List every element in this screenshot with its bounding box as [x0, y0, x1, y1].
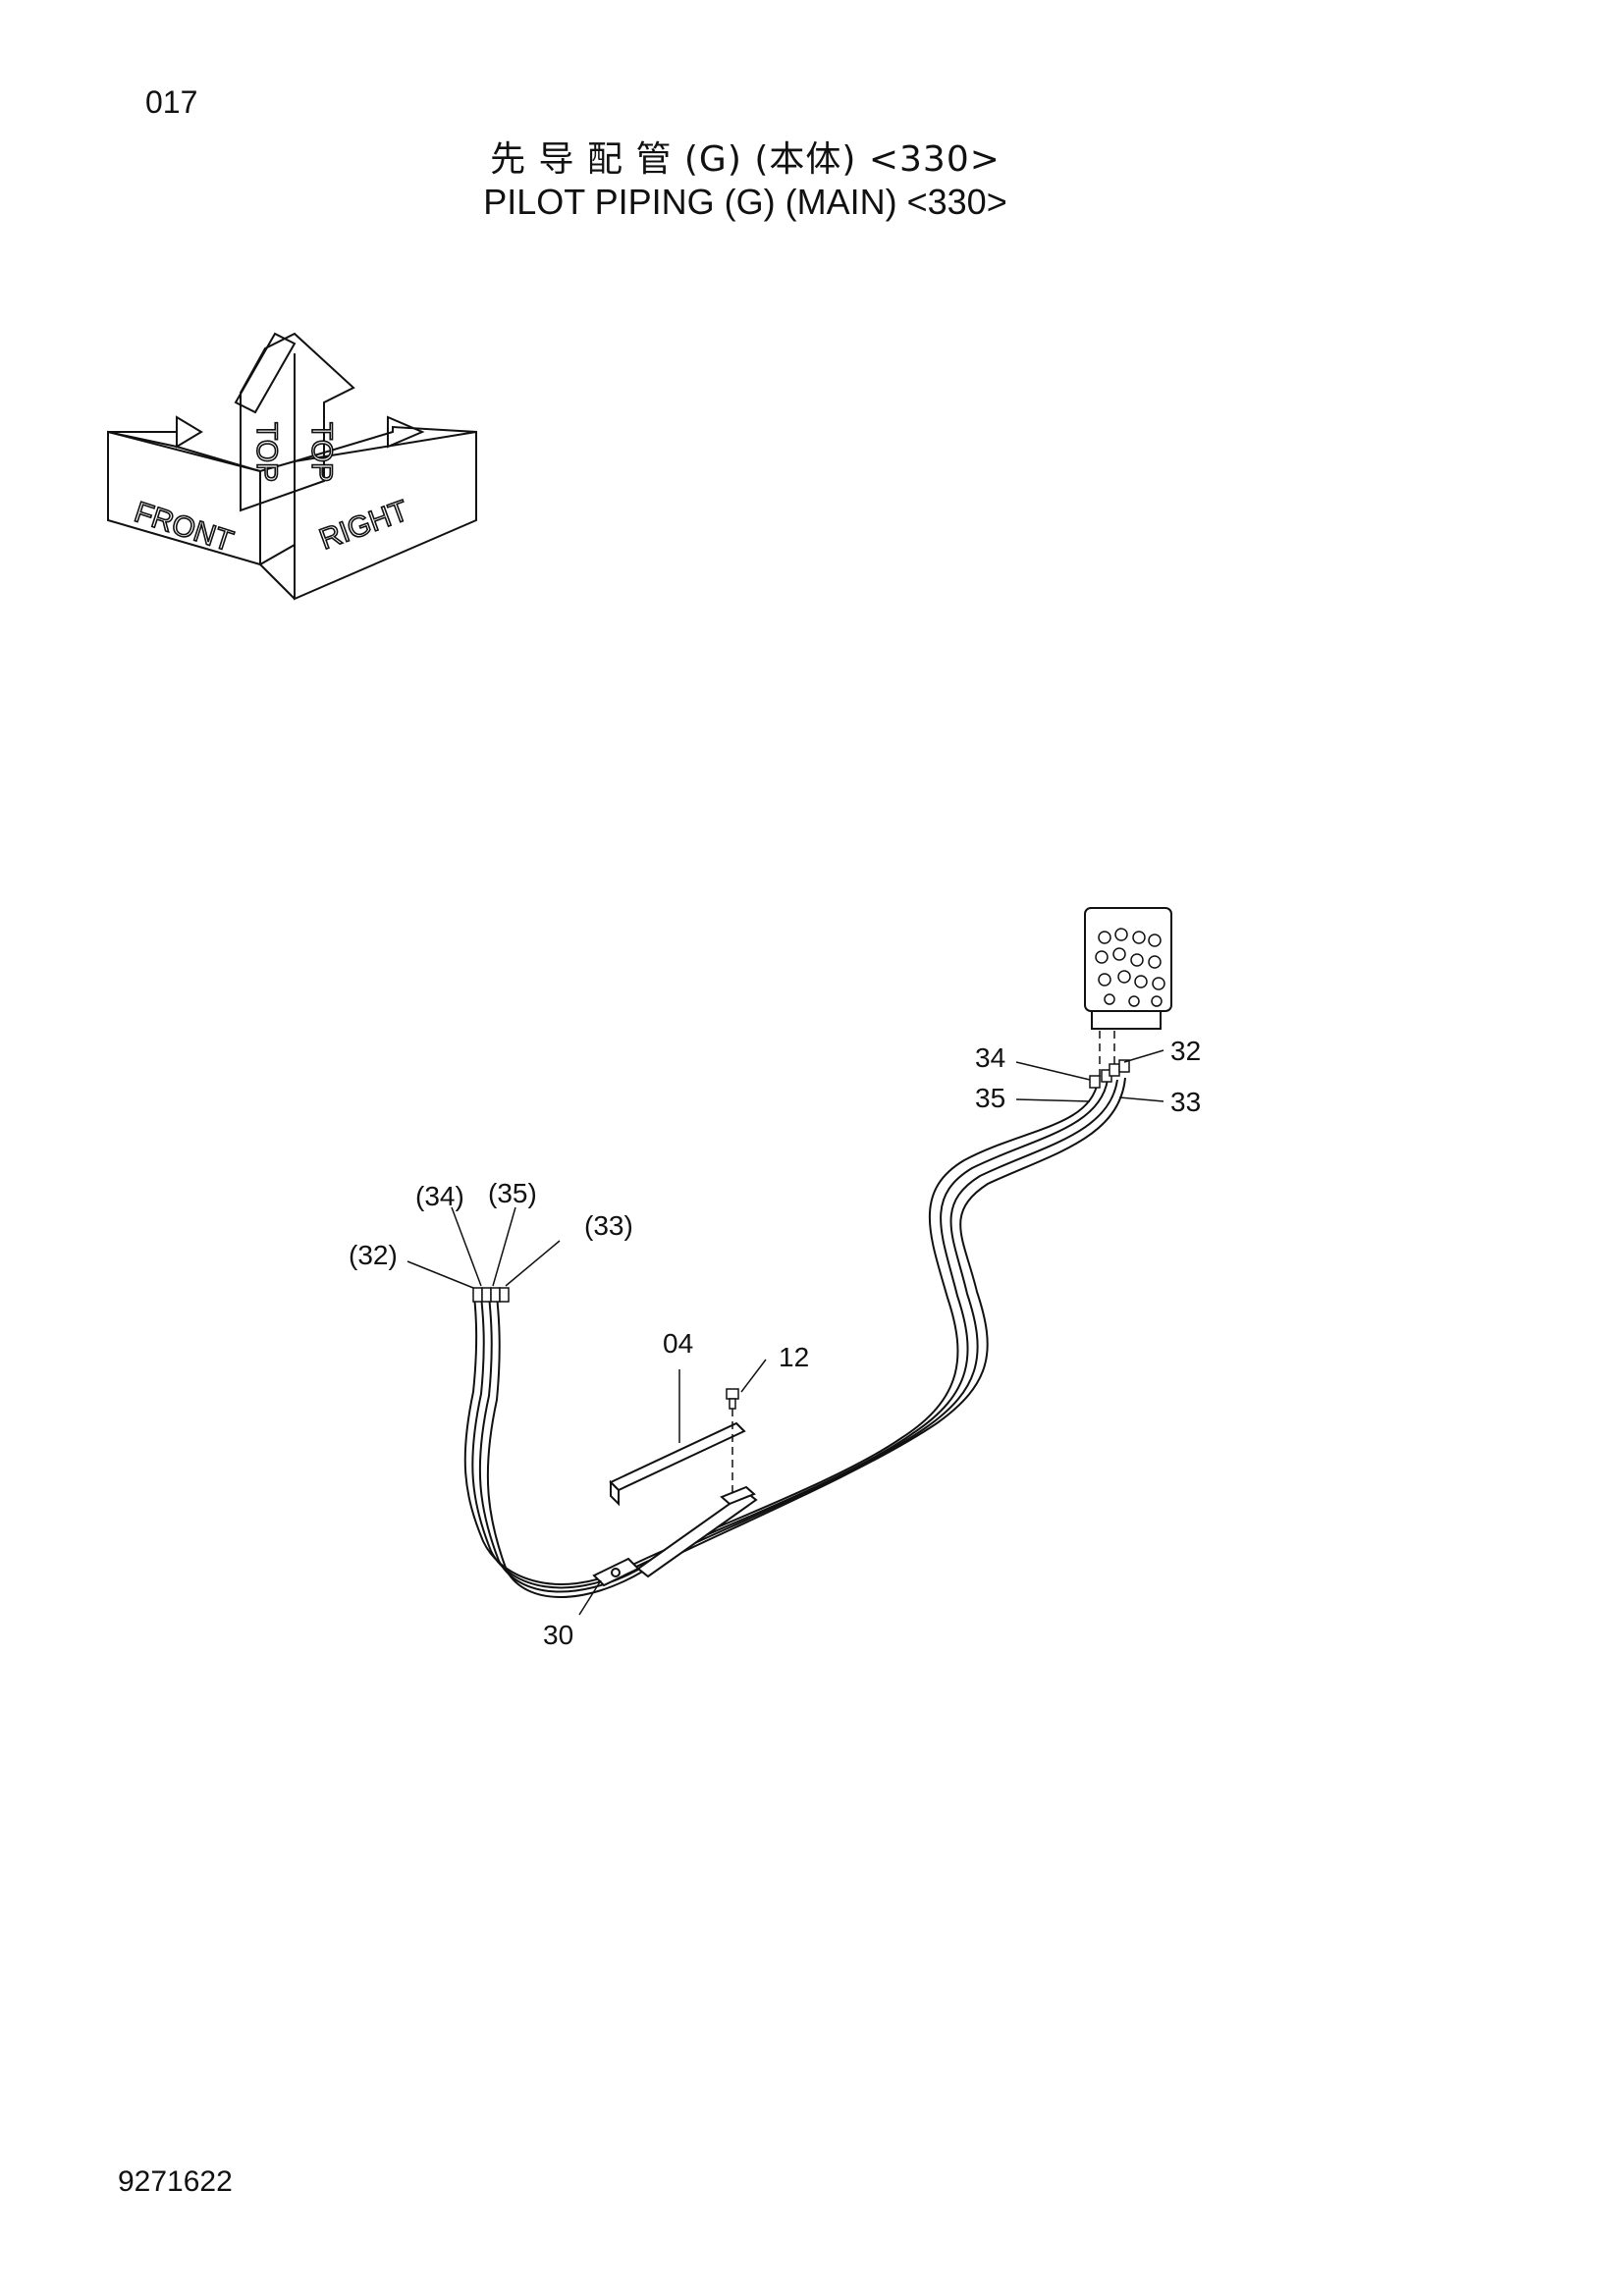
hose-bundle — [463, 1077, 1126, 1598]
top-panel — [240, 332, 355, 512]
clamp-plate — [609, 1421, 746, 1507]
callout-32: 32 — [1170, 1036, 1201, 1066]
callout-labels: 34 35 32 33 (34) (35) (33) (32) 04 12 30 — [349, 1036, 1201, 1650]
bolt — [726, 1388, 739, 1410]
callout-12: 12 — [779, 1342, 809, 1372]
callout-34: 34 — [975, 1042, 1005, 1073]
callout-33: 33 — [1170, 1087, 1201, 1117]
right-arrow-head — [387, 415, 425, 449]
leader-lines — [406, 1049, 1164, 1616]
front-arrow-head — [108, 415, 203, 449]
top-arrow-head — [234, 332, 297, 414]
front-label: FRONT — [131, 496, 237, 558]
callout-30: 30 — [543, 1620, 573, 1650]
top-label-secondary: TOP — [305, 422, 338, 482]
page-number: 017 — [145, 84, 198, 120]
right-label: RIGHT — [315, 495, 412, 557]
callout-35-ref: (35) — [488, 1178, 537, 1208]
callout-35: 35 — [975, 1083, 1005, 1113]
hose-fittings — [472, 1059, 1130, 1303]
callout-34-ref: (34) — [415, 1181, 464, 1211]
pilot-valve-block — [1084, 907, 1172, 1030]
callout-33-ref: (33) — [584, 1210, 633, 1241]
title-chinese: 先 导 配 管 (G) (本体) <330> — [490, 139, 1001, 180]
top-label: TOP — [250, 422, 283, 482]
callout-32-ref: (32) — [349, 1240, 398, 1270]
title-english: PILOT PIPING (G) (MAIN) <330> — [483, 182, 1007, 222]
callout-04: 04 — [663, 1328, 693, 1359]
orientation-indicator — [107, 332, 477, 601]
bracket — [592, 1485, 758, 1587]
right-panel — [294, 425, 477, 601]
document-number: 9271622 — [118, 2165, 233, 2198]
